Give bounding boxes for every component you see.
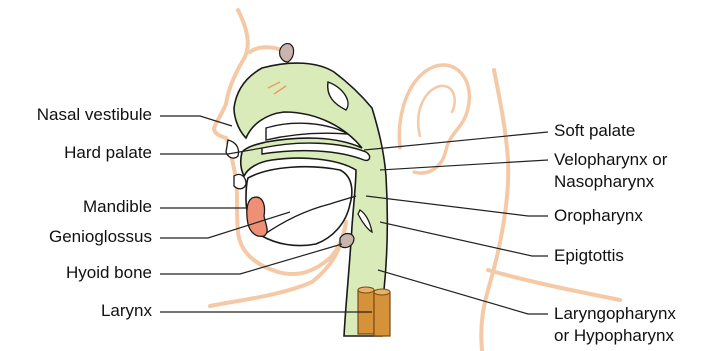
larynx-tube-front-top [374,289,390,295]
mandible-bone [247,197,267,236]
shoulder-outline [488,270,620,300]
larynx-tube-front [374,292,390,336]
head-top-outline [250,47,282,52]
label-soft-palate: Soft palate [554,121,635,140]
leader-soft-palate [364,132,548,150]
label-velopharynx-line2: Nasopharynx [554,172,654,191]
label-mandible: Mandible [83,197,152,216]
leader-epiglottis [380,222,548,256]
upper-teeth [226,140,239,158]
label-laryngopharynx-line2: or Hypopharynx [554,326,674,345]
lower-teeth [234,174,246,188]
neck-back-outline [481,70,508,350]
label-genioglossus: Genioglossus [49,227,152,246]
label-larynx: Larynx [101,301,152,320]
leader-velopharynx [380,160,548,170]
label-oropharynx: Oropharynx [554,206,643,225]
leader-laryngopharynx [378,270,548,314]
label-epiglottis: Epigtottis [554,246,624,265]
label-nasal-vestibule: Nasal vestibule [37,105,152,124]
leader-oropharynx [366,196,548,216]
label-velopharynx-line1: Velopharynx or [554,150,667,169]
label-hyoid-bone: Hyoid bone [66,263,152,282]
frontal-sinus-icon [280,44,294,62]
label-laryngopharynx-line1: Laryngopharynx [554,304,676,323]
label-hard-palate: Hard palate [64,143,152,162]
larynx-tube-back-top [358,287,374,293]
ear-icon [399,65,469,173]
ear-inner-fold [418,86,454,136]
right-leader-lines [364,132,548,314]
